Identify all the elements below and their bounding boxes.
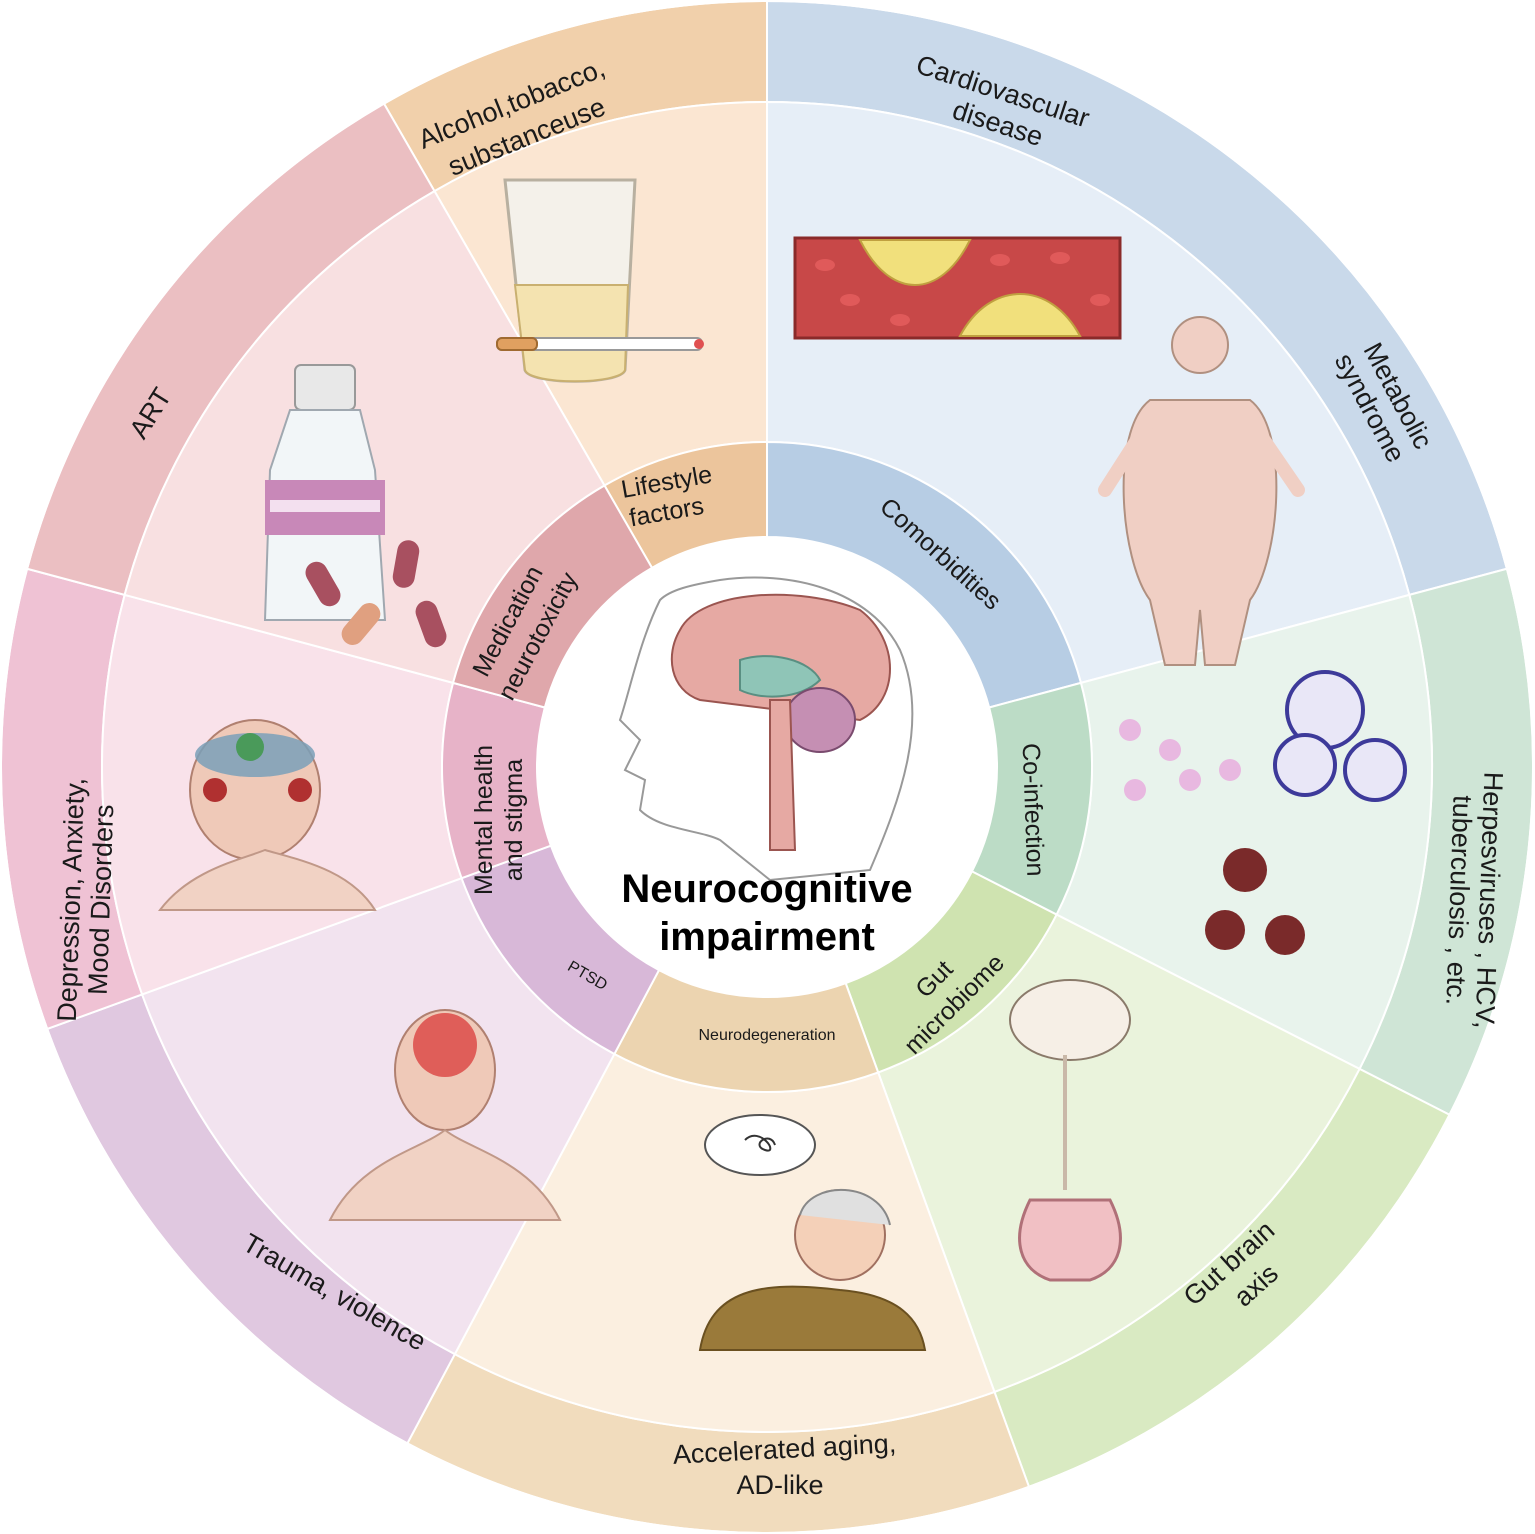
pill-bottle-icon [263, 364, 447, 648]
head-injury-icon [328, 1009, 562, 1221]
head-brain-icon [618, 576, 914, 882]
glass-and-cigarette-icon [496, 178, 704, 383]
center-title-line1: Neurocognitive [621, 867, 912, 911]
obese-person-icon [1098, 316, 1305, 666]
inner-label-coinfection: Co-infection [1017, 743, 1050, 877]
outer-label-depression-2: Mood Disorders [83, 804, 120, 996]
inner-label-neurodegeneration: Neurodegeneration [699, 1027, 836, 1044]
inner-label-mental-1: Mental health [470, 745, 498, 895]
stormy-head-icon [157, 719, 377, 911]
artery-plaque-icon [793, 236, 1122, 340]
center-title-line2: impairment [659, 915, 875, 959]
gut-brain-icon [1009, 979, 1131, 1282]
outer-label-coinfection-2: tuberculosis , etc. [1440, 795, 1477, 1006]
outer-label-aging-2: AD-like [736, 1470, 823, 1500]
inner-label-mental-2: and stigma [500, 759, 528, 881]
virus-icon [1119, 670, 1407, 955]
confused-elderly-icon [698, 1114, 927, 1351]
